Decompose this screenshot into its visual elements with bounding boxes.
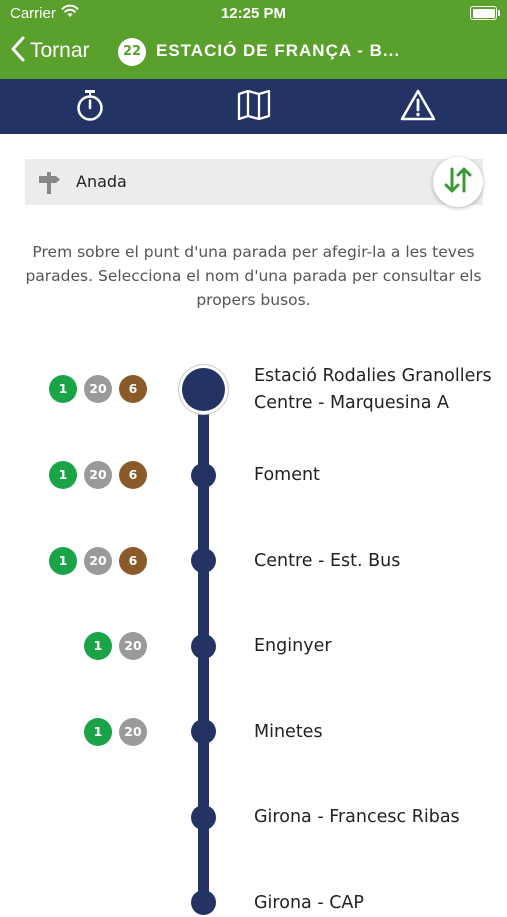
instructions-text: Prem sobre el punt d'una parada per afeg…	[25, 243, 482, 309]
stop-name[interactable]: Minetes	[254, 721, 323, 742]
chevron-left-icon	[10, 36, 26, 66]
line-badge[interactable]: 1	[49, 461, 77, 489]
tab-bar	[0, 79, 507, 134]
line-number-badge: 22	[118, 38, 146, 66]
back-label: Tornar	[30, 39, 90, 62]
carrier-label: Carrier	[10, 5, 56, 22]
line-badge[interactable]: 20	[119, 632, 147, 660]
direction-label: Anada	[76, 172, 127, 191]
stop-dot[interactable]	[191, 890, 216, 915]
warning-icon	[400, 89, 436, 125]
stop-name[interactable]: Enginyer	[254, 636, 332, 656]
stop-name[interactable]: Estació Rodalies Granollers Centre - Mar…	[254, 366, 492, 413]
map-icon	[237, 89, 271, 124]
direction-selector[interactable]: Anada	[25, 159, 483, 205]
header: Carrier 12:25 PM Tornar 22 ESTACIÓ DE FR…	[0, 0, 507, 79]
signpost-icon	[36, 170, 62, 200]
tab-schedule[interactable]	[60, 79, 120, 134]
page-title: ESTACIÓ DE FRANÇA - B...	[156, 41, 401, 60]
clock: 12:25 PM	[220, 5, 287, 22]
stop-dot[interactable]	[191, 462, 216, 488]
stop-name[interactable]: Centre - Est. Bus	[254, 550, 401, 571]
status-bar: Carrier 12:25 PM	[0, 0, 507, 28]
line-badge[interactable]: 1	[49, 546, 77, 575]
swap-arrows-icon	[444, 167, 472, 197]
line-badge[interactable]: 1	[84, 717, 112, 746]
line-badge[interactable]: 20	[84, 461, 112, 489]
line-badge[interactable]: 1	[84, 632, 112, 660]
stopwatch-icon	[75, 89, 105, 125]
tab-alerts[interactable]	[388, 79, 448, 134]
line-badge[interactable]: 20	[119, 717, 147, 746]
back-button[interactable]: Tornar	[10, 35, 90, 67]
line-badge[interactable]: 1	[49, 375, 77, 403]
stop-dot[interactable]	[191, 719, 216, 744]
line-badge[interactable]: 6	[119, 461, 147, 489]
battery-icon	[470, 6, 500, 20]
line-badge[interactable]: 20	[84, 375, 112, 403]
stop-dot[interactable]	[182, 367, 225, 411]
stop-dot[interactable]	[191, 633, 216, 659]
wifi-icon	[61, 4, 79, 22]
stop-name[interactable]: Girona - Francesc Ribas	[254, 807, 460, 827]
stop-dot[interactable]	[191, 804, 216, 830]
stop-name[interactable]: Girona - CAP	[254, 892, 364, 913]
line-badge[interactable]: 6	[119, 375, 147, 403]
stop-name[interactable]: Foment	[254, 465, 320, 485]
stop-dot[interactable]	[191, 548, 216, 573]
line-badge[interactable]: 6	[119, 546, 147, 575]
tab-map[interactable]	[224, 79, 284, 134]
line-badge[interactable]: 20	[84, 546, 112, 575]
swap-direction-button[interactable]	[433, 157, 483, 207]
